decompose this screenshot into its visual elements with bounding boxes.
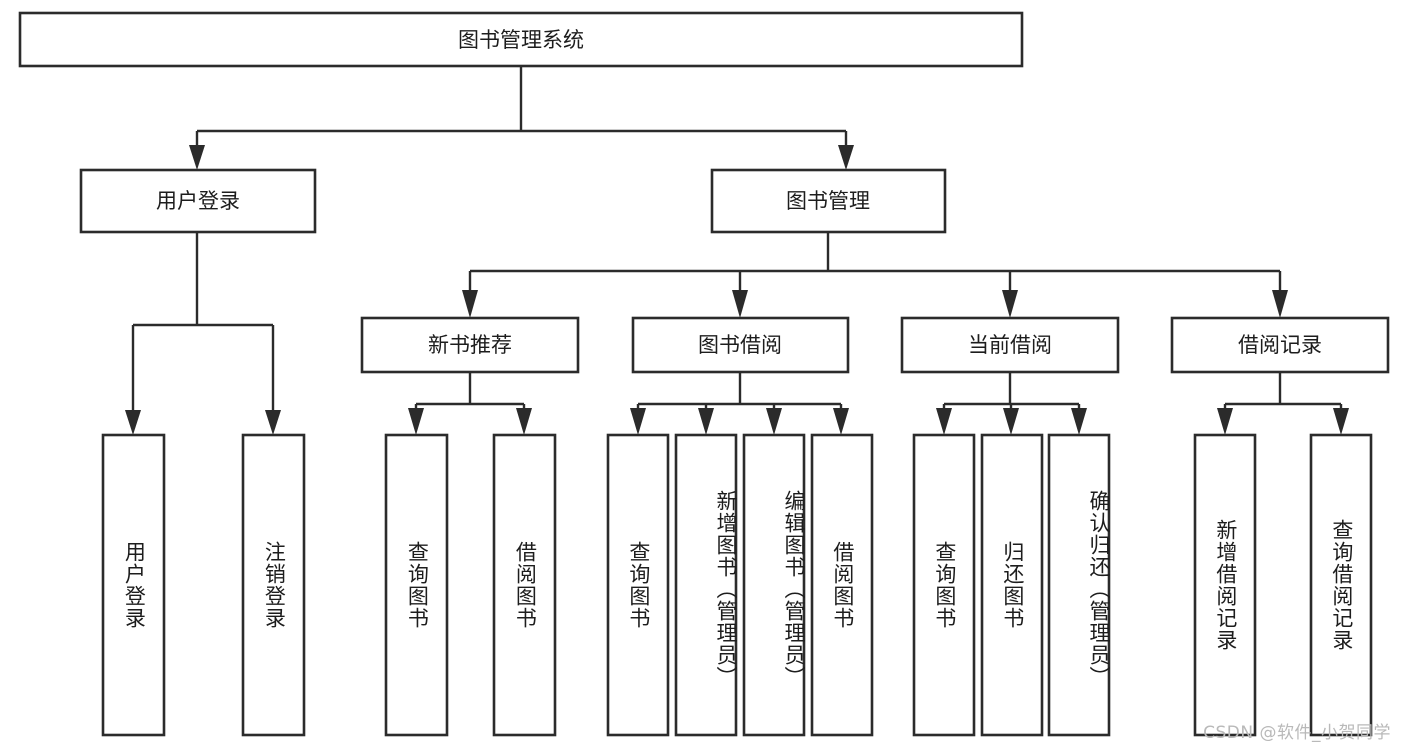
connector-new-book-bus bbox=[414, 372, 526, 421]
node-new-book-recommend[interactable]: 新书推荐 bbox=[360, 316, 580, 374]
node-layer: 图书管理系统 用户登录 图书管理 新书推荐 图书借阅 当前 bbox=[18, 11, 1390, 737]
arrow-book-manage-to-book-borrow bbox=[732, 290, 748, 318]
arrow-borrow-record-to-leaf-1 bbox=[1217, 408, 1233, 435]
arrow-current-borrow-to-leaf-2 bbox=[1003, 408, 1019, 435]
node-borrow-record[interactable]: 借阅记录 bbox=[1170, 316, 1390, 374]
arrow-borrow-record-to-leaf-2 bbox=[1333, 408, 1349, 435]
arrow-book-manage-to-current-borrow bbox=[1002, 290, 1018, 318]
connector-user-login-bus bbox=[131, 232, 275, 421]
leaf-box-book-borrow-1[interactable] bbox=[606, 433, 670, 737]
node-current-borrow[interactable]: 当前借阅 bbox=[900, 316, 1120, 374]
node-user-login[interactable]: 用户登录 bbox=[79, 168, 317, 234]
leaf-box-new-book-1[interactable] bbox=[384, 433, 449, 737]
node-book-manage-label: 图书管理 bbox=[786, 189, 870, 213]
arrow-user-login-to-leaf-2 bbox=[265, 410, 281, 435]
watermark-text: CSDN @软件_小贺同学 bbox=[1203, 723, 1391, 743]
arrow-book-manage-to-borrow-record bbox=[1272, 290, 1288, 318]
node-book-manage[interactable]: 图书管理 bbox=[710, 168, 947, 234]
leaf-box-borrow-record-1[interactable] bbox=[1193, 433, 1257, 737]
node-root[interactable]: 图书管理系统 bbox=[18, 11, 1024, 68]
connector-book-borrow-bus bbox=[636, 372, 843, 421]
leaf-box-new-book-2[interactable] bbox=[492, 433, 557, 737]
node-current-borrow-label: 当前借阅 bbox=[968, 333, 1052, 357]
connector-book-manage-bus bbox=[468, 232, 1282, 296]
arrow-new-book-to-leaf-2 bbox=[516, 408, 532, 435]
arrow-new-book-to-leaf-1 bbox=[408, 408, 424, 435]
node-book-borrow-label: 图书借阅 bbox=[698, 333, 782, 357]
arrow-current-borrow-to-leaf-1 bbox=[936, 408, 952, 435]
arrow-book-borrow-to-leaf-1 bbox=[630, 408, 646, 435]
node-new-book-recommend-label: 新书推荐 bbox=[428, 333, 512, 357]
node-borrow-record-label: 借阅记录 bbox=[1238, 333, 1322, 357]
arrow-root-to-book-manage bbox=[838, 145, 854, 170]
leaf-box-user-login-1[interactable] bbox=[101, 433, 166, 737]
arrow-book-borrow-to-leaf-2 bbox=[698, 408, 714, 435]
node-book-borrow[interactable]: 图书借阅 bbox=[631, 316, 850, 374]
connector-layer bbox=[125, 66, 1349, 435]
leaf-box-borrow-record-2[interactable] bbox=[1309, 433, 1373, 737]
arrow-user-login-to-leaf-1 bbox=[125, 410, 141, 435]
arrow-root-to-user-login bbox=[189, 145, 205, 170]
leaf-box-current-borrow-3[interactable] bbox=[1047, 433, 1111, 737]
arrow-book-borrow-to-leaf-3 bbox=[766, 408, 782, 435]
arrow-book-borrow-to-leaf-4 bbox=[833, 408, 849, 435]
leaf-box-book-borrow-4[interactable] bbox=[810, 433, 874, 737]
connector-borrow-record-bus bbox=[1223, 372, 1343, 421]
leaf-box-current-borrow-1[interactable] bbox=[912, 433, 976, 737]
leaf-box-user-login-2[interactable] bbox=[241, 433, 306, 737]
arrow-current-borrow-to-leaf-3 bbox=[1071, 408, 1087, 435]
arrow-book-manage-to-new-book bbox=[462, 290, 478, 318]
node-user-login-label: 用户登录 bbox=[156, 189, 240, 213]
node-root-label: 图书管理系统 bbox=[458, 28, 584, 52]
leaf-box-current-borrow-2[interactable] bbox=[980, 433, 1044, 737]
connector-root-bus bbox=[195, 66, 848, 156]
leaf-box-book-borrow-2[interactable] bbox=[674, 433, 738, 737]
leaf-box-book-borrow-3[interactable] bbox=[742, 433, 806, 737]
